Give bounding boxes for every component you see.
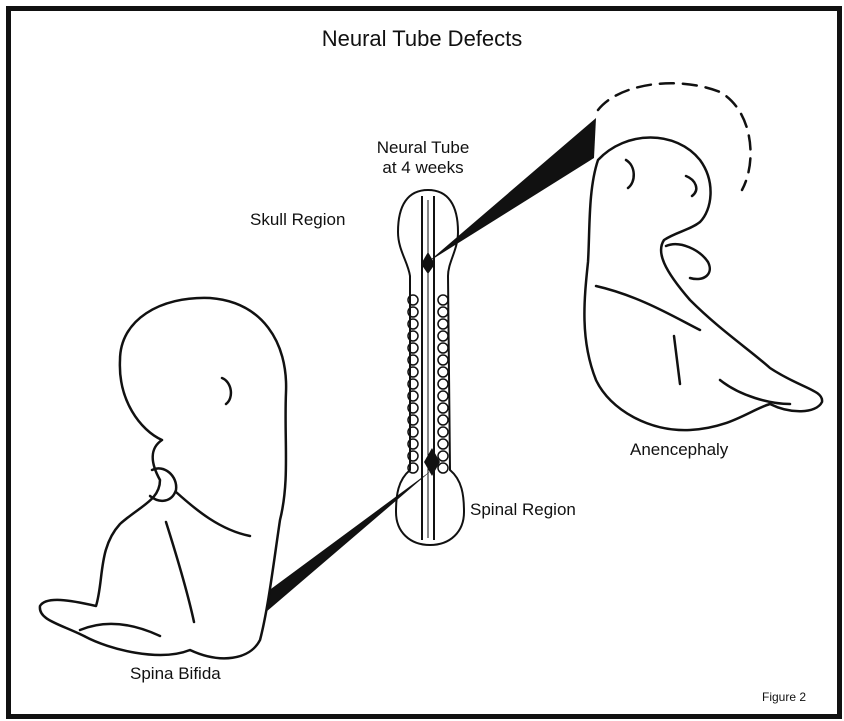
spinal-defect-marker: [424, 448, 440, 476]
skull-region-label: Skull Region: [250, 210, 345, 230]
anencephaly-label: Anencephaly: [630, 440, 728, 460]
figure-number: Figure 2: [762, 690, 806, 704]
neural-tube-label-line1: Neural Tube: [330, 138, 516, 158]
spinal-region-label: Spinal Region: [470, 500, 576, 520]
neural-tube-label: Neural Tube at 4 weeks: [330, 138, 516, 178]
spina-bifida-label: Spina Bifida: [130, 664, 221, 684]
neural-tube-label-line2: at 4 weeks: [330, 158, 516, 178]
skull-defect-marker: [421, 252, 435, 274]
spina-bifida-body: [40, 298, 286, 658]
figure-title: Neural Tube Defects: [0, 26, 844, 52]
anencephaly-fetus: [584, 83, 822, 430]
spina-bifida-fetus: [40, 298, 286, 658]
anencephaly-body: [584, 138, 822, 431]
